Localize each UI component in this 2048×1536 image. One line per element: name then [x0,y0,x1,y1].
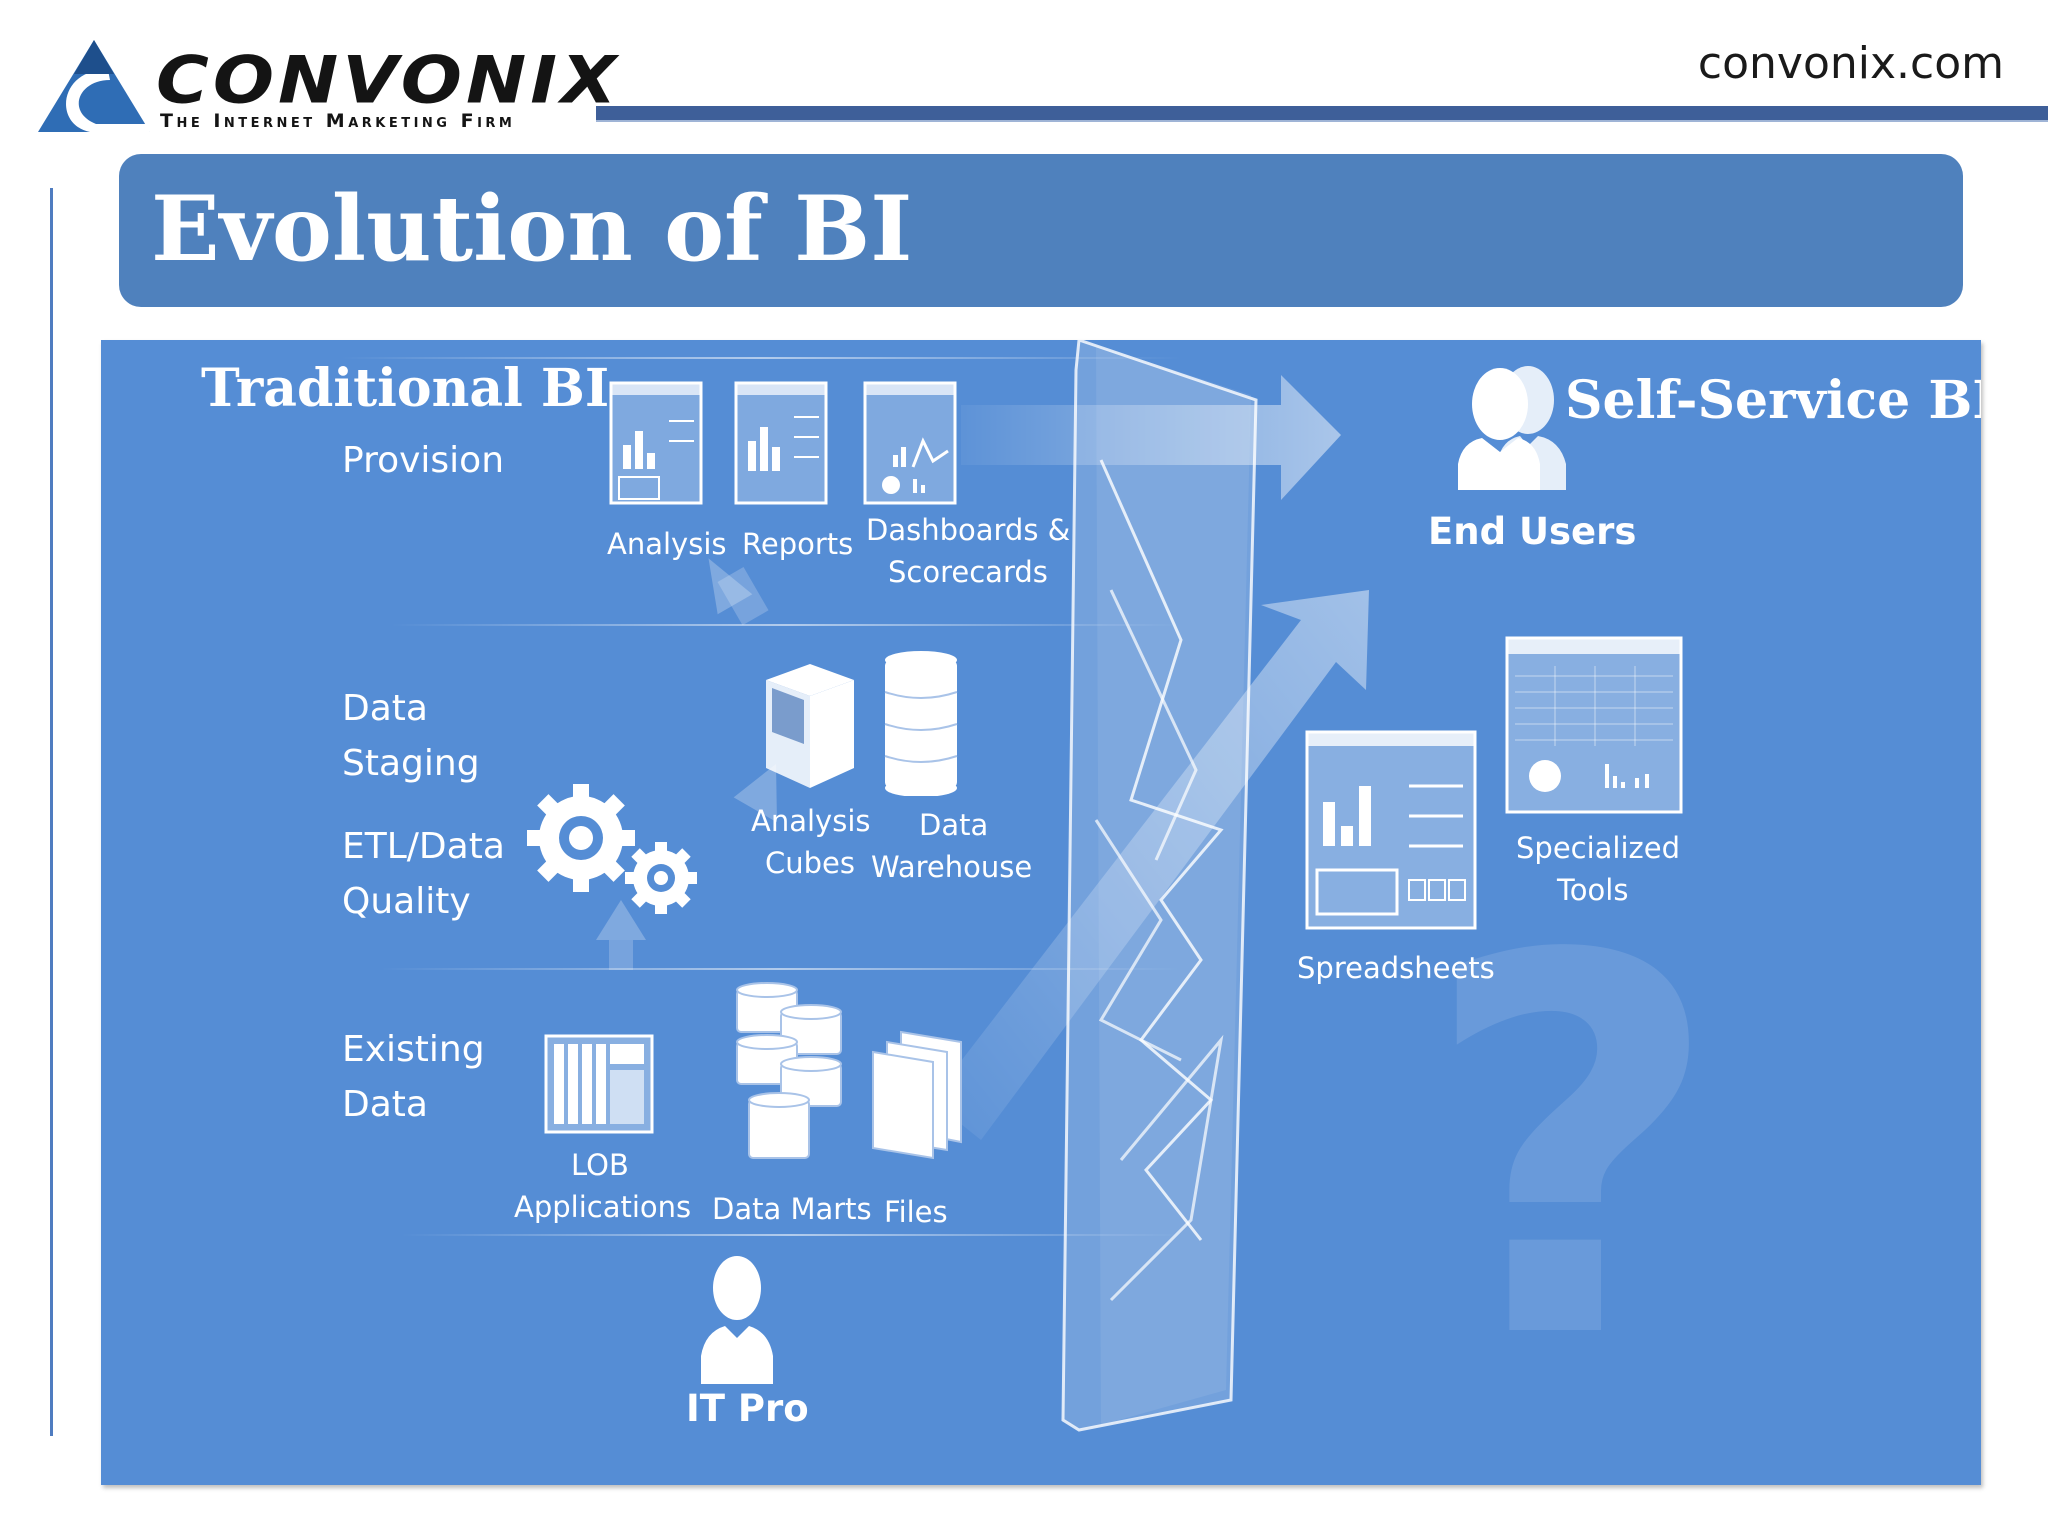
analysis-report-icon [609,381,703,505]
dashboards-scorecards-icon [863,381,957,505]
data-staging-label-2: Staging [342,743,480,784]
analysis-cubes-label-2: Cubes [765,846,855,880]
it-pro-person-icon [701,1256,773,1384]
specialized-tools-label-2: Tools [1557,873,1629,907]
dashboards-label: Dashboards & [866,513,1071,547]
header-url[interactable]: convonix.com [1697,38,2004,89]
etl-label-1: ETL/Data [342,826,505,867]
spreadsheets-label: Spreadsheets [1297,951,1495,985]
files-icon [872,1030,962,1160]
diagram-panel: ? Traditional BI Provision Analysis Repo… [101,340,1981,1485]
question-mark-watermark: ? [1421,847,1723,1453]
existing-data-label-1: Existing [342,1029,485,1070]
left-vertical-rule [50,188,53,1436]
existing-data-label-2: Data [342,1084,428,1125]
reports-label: Reports [742,527,854,561]
specialized-tools-label-1: Specialized [1516,831,1681,865]
end-users-label: End Users [1428,510,1637,553]
title-bar: Evolution of BI [119,154,1963,307]
reports-icon [734,381,828,505]
gears-icon [527,784,697,914]
data-staging-label-1: Data [342,688,428,729]
data-warehouse-label-1: Data [919,808,989,842]
header-rule [596,106,2048,120]
scorecards-label: Scorecards [888,555,1048,589]
analysis-cubes-icon [766,664,854,788]
end-users-icon [1458,366,1566,490]
data-marts-label: Data Marts [712,1192,872,1226]
data-warehouse-label-2: Warehouse [871,850,1033,884]
spreadsheets-icon [1305,730,1477,930]
header-rule-highlight [596,120,2048,122]
traditional-bi-heading: Traditional BI [201,358,610,419]
analysis-cubes-label-1: Analysis [751,804,871,838]
logo-wordmark: CONVONIX [156,42,621,118]
specialized-tools-icon [1505,636,1683,814]
self-service-bi-heading: Self-Service BI [1565,370,1981,431]
provision-label: Provision [342,440,505,481]
convonix-logo[interactable]: CONVONIX The Internet Marketing Firm [38,40,617,135]
applications-label: Applications [514,1190,692,1224]
logo-triangle-icon [38,40,150,132]
etl-label-2: Quality [342,881,471,922]
it-pro-label: IT Pro [686,1387,809,1430]
lob-applications-icon [544,1034,654,1134]
diagram-background: ? [341,340,1723,1453]
logo-tagline: The Internet Marketing Firm [160,110,516,132]
analysis-label: Analysis [607,527,727,561]
data-marts-icon [736,982,842,1159]
data-warehouse-icon [884,651,958,796]
slide-title: Evolution of BI [151,176,913,282]
lob-label: LOB [571,1148,629,1182]
files-label: Files [884,1195,948,1229]
